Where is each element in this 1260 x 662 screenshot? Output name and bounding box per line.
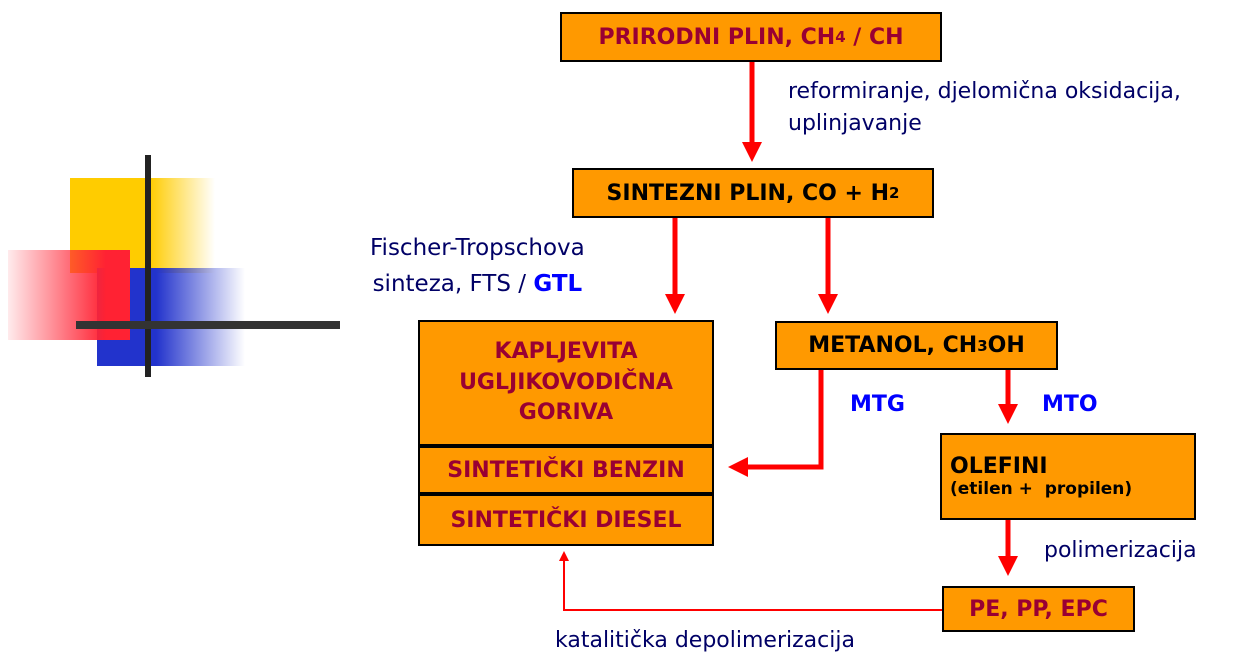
decorative-vertical-line [145,155,151,377]
decorative-horizontal-line [76,321,340,329]
node-polymers: PE, PP, EPC [942,586,1135,632]
label-fischer-line2: sinteza, FTS / [372,271,527,297]
node-methanol-tail: OH [987,333,1025,358]
label-gtl: GTL [533,271,583,297]
node-polymers-label: PE, PP, EPC [969,596,1108,622]
node-liquid-fuels-line1: KAPLJEVITA [494,338,638,364]
label-reforming: reformiranje, djelomična oksidacija, upl… [788,76,1181,140]
label-polymerization: polimerizacija [1044,538,1197,563]
node-natural-gas-tail: / CH [845,24,904,50]
label-mto: MTO [1042,392,1098,417]
node-synthetic-gasoline: SINTETIČKI BENZIN [418,446,714,494]
label-depolymerization: katalitička depolimerizacija [555,628,855,653]
node-synthetic-diesel-label: SINTETIČKI DIESEL [450,507,682,533]
node-synthetic-diesel: SINTETIČKI DIESEL [418,494,714,546]
label-mtg: MTG [850,392,905,417]
arrow-methanol-to-gasoline [728,370,824,477]
label-reforming-line1: reformiranje, djelomična oksidacija, [788,79,1181,104]
node-liquid-fuels-line2: UGLJIKOVODIČNA [459,369,673,395]
node-natural-gas-main: PRIRODNI PLIN, CH [598,24,836,50]
label-fischer-line1: Fischer-Tropschova [370,235,585,261]
node-olefins-line2: (etilen + propilen) [950,479,1133,499]
arrow-polymers-to-diesel [559,551,942,611]
node-olefins-line1: OLEFINI [950,454,1048,479]
node-olefins: OLEFINI (etilen + propilen) [940,433,1196,520]
node-syngas-main: SINTEZNI PLIN, CO + H [606,180,890,206]
label-reforming-line2: uplinjavanje [788,111,922,136]
node-methanol-main: METANOL, CH [808,333,978,358]
node-liquid-fuels-line3: GORIVA [518,400,614,426]
node-liquid-fuels: KAPLJEVITA UGLJIKOVODIČNA GORIVA [418,320,714,446]
node-synthetic-gasoline-label: SINTETIČKI BENZIN [447,457,685,483]
label-fischer-tropsch: Fischer-Tropschova sinteza, FTS / GTL [370,230,585,302]
